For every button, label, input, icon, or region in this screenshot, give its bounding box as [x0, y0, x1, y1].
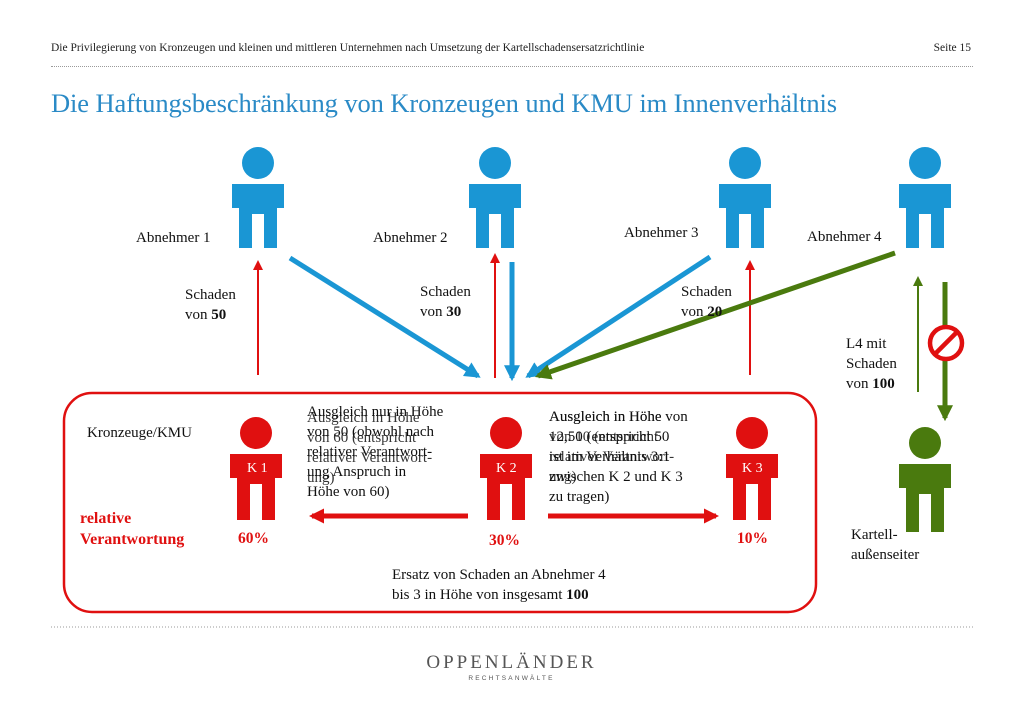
- k2-share: 30%: [489, 532, 520, 549]
- firm-logo-subtitle: RECHTSANWÄLTE: [468, 675, 555, 682]
- buyer-4-label: Abnehmer 4: [807, 229, 882, 245]
- k3-share: 10%: [737, 530, 768, 547]
- buyer-1-label: Abnehmer 1: [136, 230, 211, 246]
- k2-label: K 2: [496, 461, 517, 476]
- group-label: Kronzeuge/KMU: [87, 425, 192, 441]
- left-settlement-text-a: Ausgleich nur in Höhe von 50 (obwohl nac…: [307, 404, 444, 500]
- claim-arrow-buyer-1: [288, 255, 481, 379]
- outsider-person-icon: [899, 427, 951, 532]
- damage-label-3: Schaden von 20: [681, 284, 732, 320]
- right-settlement-text-b: Ausgleich in Höhe von 10 (entspricht rel…: [549, 409, 675, 485]
- buyer-1-person-icon: [232, 147, 284, 248]
- k3-label: K 3: [742, 461, 763, 476]
- l4-damage-label: L4 mit Schaden von 100: [846, 336, 897, 392]
- left-settlement-text-b: Ausgleich in Höhe von 60 (entspricht rel…: [307, 410, 433, 486]
- compensation-text: Ersatz von Schaden an Abnehmer 4 bis 3 i…: [392, 567, 606, 603]
- firm-logo: OPPENLÄNDER: [426, 652, 597, 673]
- right-settlement-text-a: Ausgleich in Höhe von 12,50 (entspricht …: [549, 409, 688, 505]
- damage-label-1: Schaden von 50: [185, 287, 236, 323]
- claim-arrow-buyer-3: [525, 254, 712, 379]
- page-number: Seite 15: [933, 42, 971, 54]
- buyer-2-person-icon: [469, 147, 521, 248]
- cartel-members-box: [62, 391, 818, 614]
- k1-share: 60%: [238, 530, 269, 547]
- buyer-3-person-icon: [719, 147, 771, 248]
- k3-person-icon: [726, 417, 778, 520]
- buyer-2-label: Abnehmer 2: [373, 230, 448, 246]
- k1-label: K 1: [247, 461, 268, 476]
- buyer-3-label: Abnehmer 3: [624, 225, 699, 241]
- slide-title: Die Haftungsbeschränkung von Kronzeugen …: [51, 88, 838, 118]
- damage-label-2: Schaden von 30: [420, 284, 471, 320]
- prohibited-icon: [927, 324, 965, 362]
- k1-person-icon: [230, 417, 282, 520]
- k2-person-icon: [480, 417, 532, 520]
- header-divider: [51, 66, 973, 67]
- header-document-title: Die Privilegierung von Kronzeugen und kl…: [51, 42, 645, 54]
- outsider-label: Kartell- außenseiter: [851, 527, 920, 563]
- buyer-4-person-icon: [899, 147, 951, 248]
- relative-responsibility-label: relative Verantwortung: [80, 510, 185, 548]
- claim-arrow-buyer-4: [534, 250, 896, 380]
